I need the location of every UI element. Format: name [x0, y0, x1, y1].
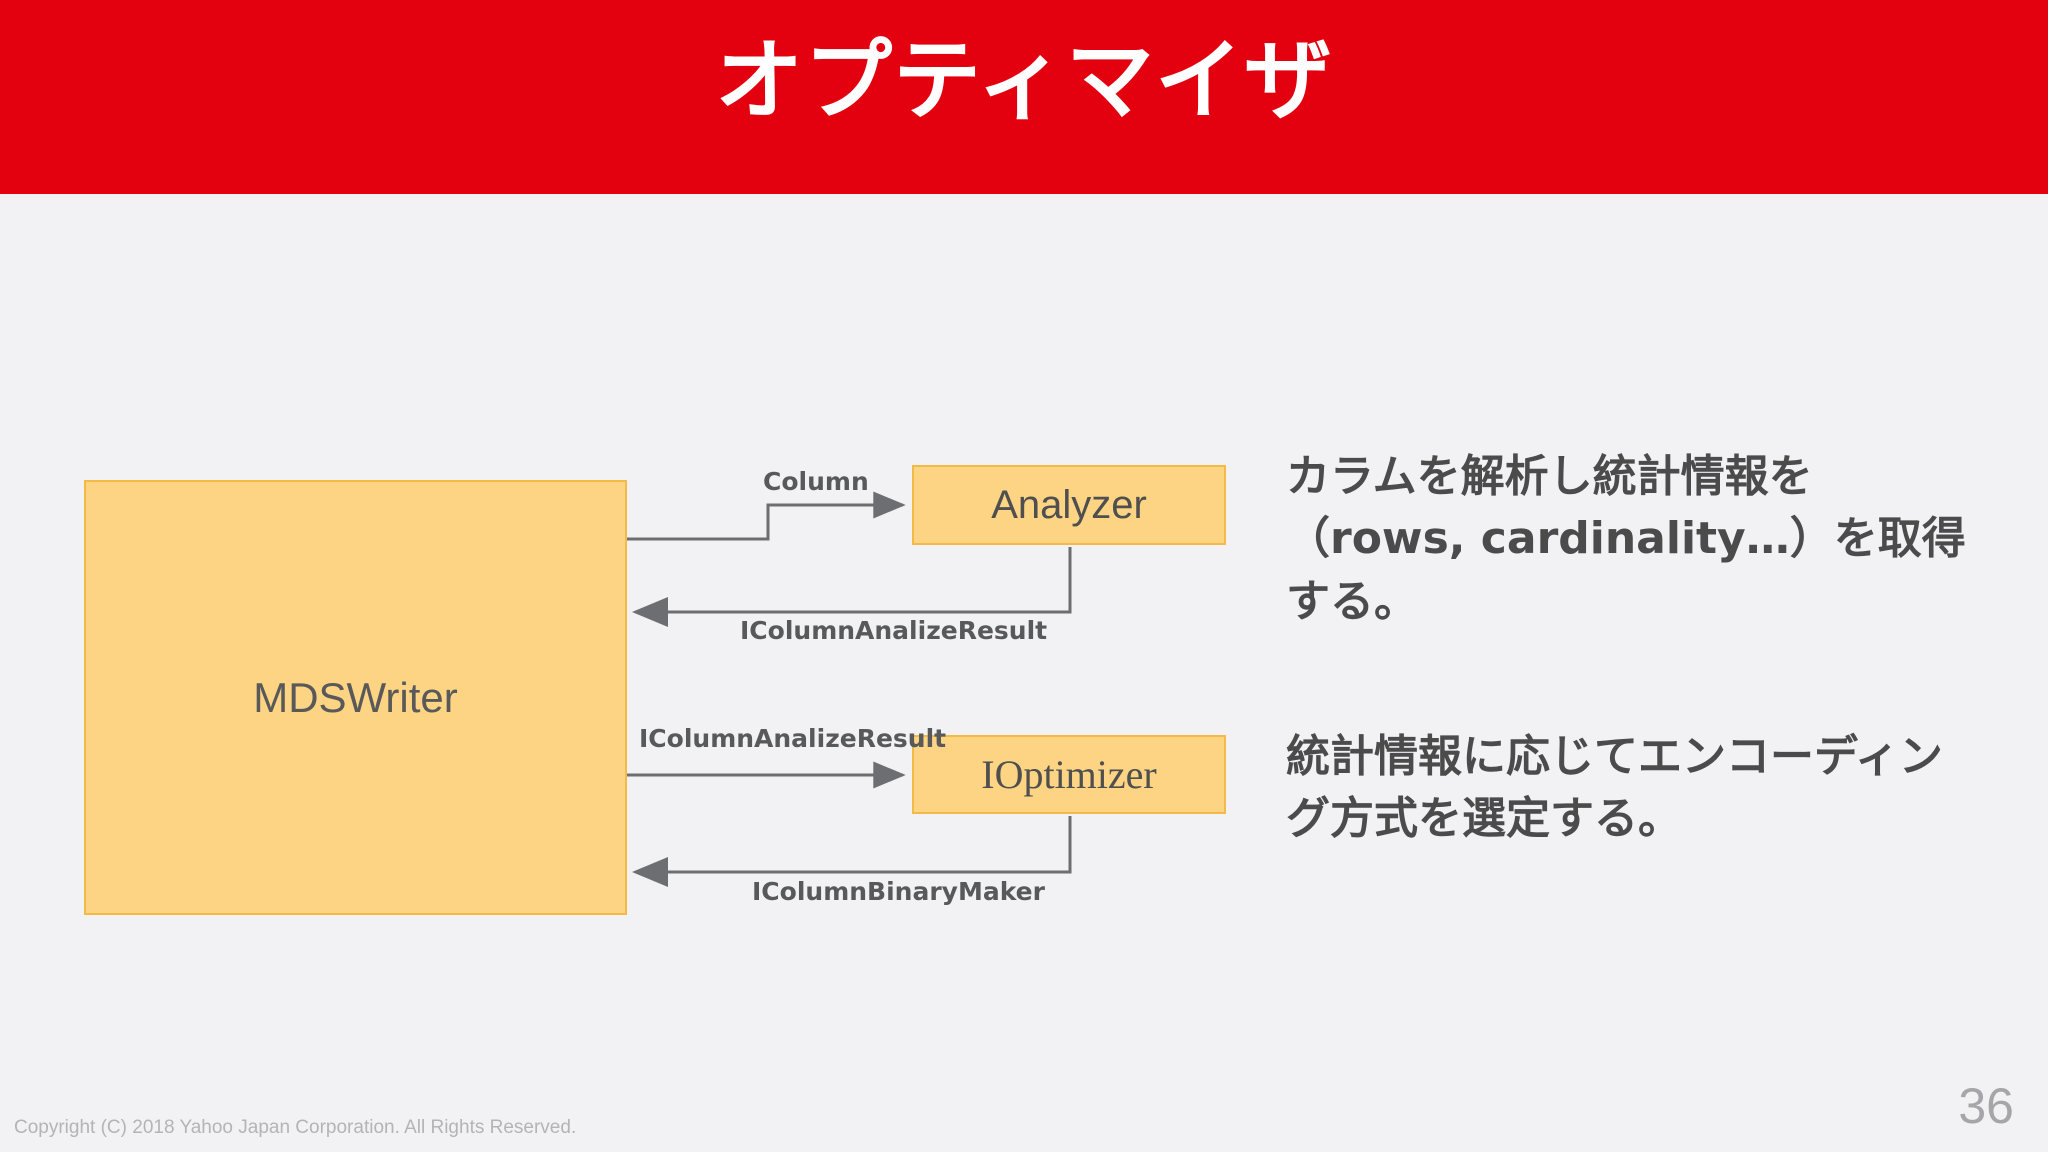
edge-label-analize-result-return: IColumnAnalizeResult — [740, 616, 1048, 645]
edge-label-binary-maker: IColumnBinaryMaker — [752, 877, 1045, 906]
node-analyzer-label: Analyzer — [991, 482, 1147, 527]
node-mdswriter[interactable]: MDSWriter — [84, 480, 627, 915]
page-number: 36 — [1958, 1078, 2014, 1134]
node-ioptimizer[interactable]: IOptimizer — [912, 735, 1226, 814]
connector-lines — [627, 491, 1072, 887]
node-ioptimizer-label: IOptimizer — [981, 752, 1157, 797]
edge-label-column: Column — [763, 467, 869, 496]
title-banner: オプティマイザ — [0, 0, 2048, 194]
footer-copyright: Copyright (C) 2018 Yahoo Japan Corporati… — [14, 1117, 577, 1138]
description-ioptimizer: 統計情報に応じてエンコーディング方式を選定する。 — [1286, 731, 1943, 845]
description-analyzer: カラムを解析し統計情報を（rows, cardinality…）を取得する。 — [1286, 451, 1966, 627]
page-title: オプティマイザ — [715, 31, 1333, 130]
architecture-diagram: MDSWriter Analyzer IOptimizer Column ICo… — [0, 194, 2048, 1152]
edge-line-analize-result-return — [632, 547, 1072, 627]
node-mdswriter-label: MDSWriter — [253, 673, 458, 721]
node-analyzer[interactable]: Analyzer — [912, 465, 1226, 545]
edge-line-column — [627, 491, 906, 541]
edge-line-binary-maker — [632, 816, 1072, 887]
edge-label-analize-result-request: IColumnAnalizeResult — [639, 724, 947, 753]
